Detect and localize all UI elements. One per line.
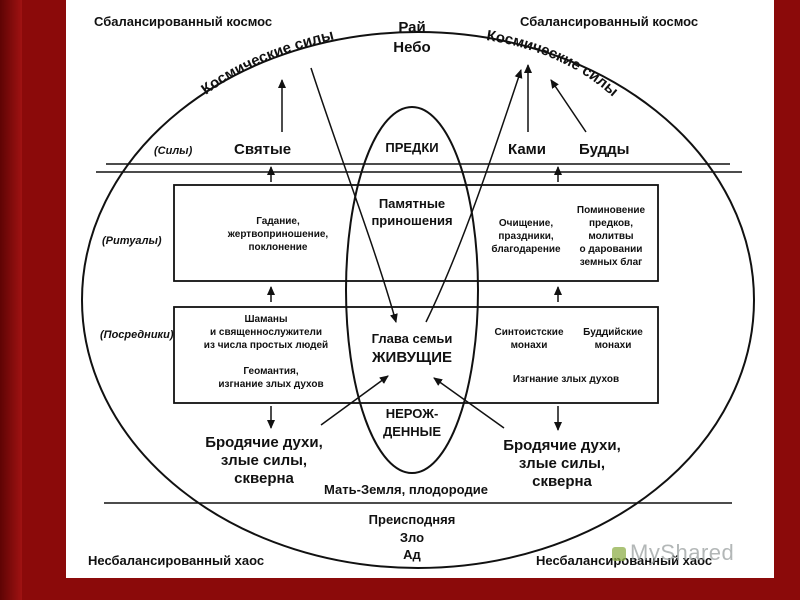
spirits-right-2: злые силы, (519, 455, 605, 472)
label-buddhas: Будды (579, 141, 629, 158)
ritual-left-1: Гадание, (256, 216, 300, 227)
cosmic-forces-left: Космические силы (198, 26, 335, 98)
ritual-center-1: Памятные (379, 196, 445, 211)
spirits-right-3: скверна (532, 473, 592, 490)
heaven-line1: Рай (398, 19, 425, 36)
mediator-center-1: Глава семьи (372, 331, 453, 346)
label-ancestors: ПРЕДКИ (385, 140, 438, 155)
ancestors-ellipse (345, 106, 479, 474)
ritual-shinto-1: Очищение, (499, 218, 553, 229)
ritual-buddhist-1: Поминовение (577, 205, 646, 216)
ritual-shinto-2: праздники, (498, 231, 553, 242)
corner-bottom-left: Несбалансированный хаос (88, 553, 264, 568)
arrow-spirits-left-in (320, 375, 389, 426)
side-label-forces: (Силы) (154, 145, 193, 157)
underworld-3: Ад (403, 547, 421, 562)
mediator-center-2: ЖИВУЩИЕ (371, 349, 452, 366)
mediator-right-bottom: Изгнание злых духов (513, 374, 619, 385)
underworld-2: Зло (400, 530, 424, 545)
ritual-shinto-3: благодарение (491, 243, 561, 255)
side-label-rituals: (Ритуалы) (102, 235, 162, 247)
mediator-buddhist-2: монахи (595, 340, 632, 351)
cosmic-forces-right: Космические силы (485, 27, 621, 100)
mother-earth: Мать-Земля, плодородие (324, 482, 488, 497)
ritual-center-2: приношения (371, 213, 452, 228)
ritual-left-3: поклонение (249, 242, 308, 253)
spirits-left-3: скверна (234, 470, 294, 487)
left-decor-band (0, 0, 22, 600)
spirits-right-1: Бродячие духи, (503, 437, 621, 454)
ritual-buddhist-3: молитвы (588, 231, 633, 242)
side-label-mediators: (Посредники) (100, 329, 174, 341)
mediator-left-4: Геомантия, (243, 366, 298, 377)
corner-top-left: Сбалансированный космос (94, 14, 272, 29)
label-saints: Святые (234, 141, 291, 158)
mediator-left-1: Шаманы (244, 314, 287, 325)
corner-top-right: Сбалансированный космос (520, 14, 698, 29)
outer-ellipse (81, 31, 755, 569)
ritual-buddhist-4: о даровании (580, 244, 643, 255)
arrow-cosmic-right-up (425, 69, 523, 323)
cosmology-diagram: Сбалансированный космос Сбалансированный… (81, 14, 755, 569)
unborn-1: НЕРОЖ- (386, 406, 439, 421)
underworld-1: Преисподняя (369, 512, 456, 527)
arrow-spirits-right-in (433, 377, 505, 429)
mediator-shinto-1: Синтоистские (494, 327, 563, 338)
heaven-line2: Небо (393, 39, 430, 56)
mediator-buddhist-1: Буддийские (583, 327, 643, 338)
ritual-buddhist-2: предков, (589, 218, 633, 229)
mediator-left-5: изгнание злых духов (218, 379, 323, 390)
unborn-2: ДЕННЫЕ (383, 424, 441, 439)
spirits-left-2: злые силы, (221, 452, 307, 469)
mediator-left-3: из числа простых людей (204, 340, 328, 351)
ritual-left-2: жертвоприношение, (227, 229, 329, 240)
arrow-cosmic-left-down (310, 67, 398, 323)
watermark: MyShared (612, 540, 734, 566)
ritual-buddhist-5: земных благ (580, 256, 643, 268)
arrow-buddhas-up (550, 79, 587, 133)
watermark-logo-icon (612, 547, 626, 562)
mediator-left-2: и священнослужители (210, 327, 322, 338)
watermark-text: MyShared (630, 540, 735, 565)
spirits-left-1: Бродячие духи, (205, 434, 323, 451)
rituals-box (173, 184, 659, 282)
label-kami: Ками (508, 141, 546, 158)
diagram-slide: Сбалансированный космос Сбалансированный… (66, 0, 774, 578)
mediators-box (173, 306, 659, 404)
mediator-shinto-2: монахи (511, 340, 548, 351)
